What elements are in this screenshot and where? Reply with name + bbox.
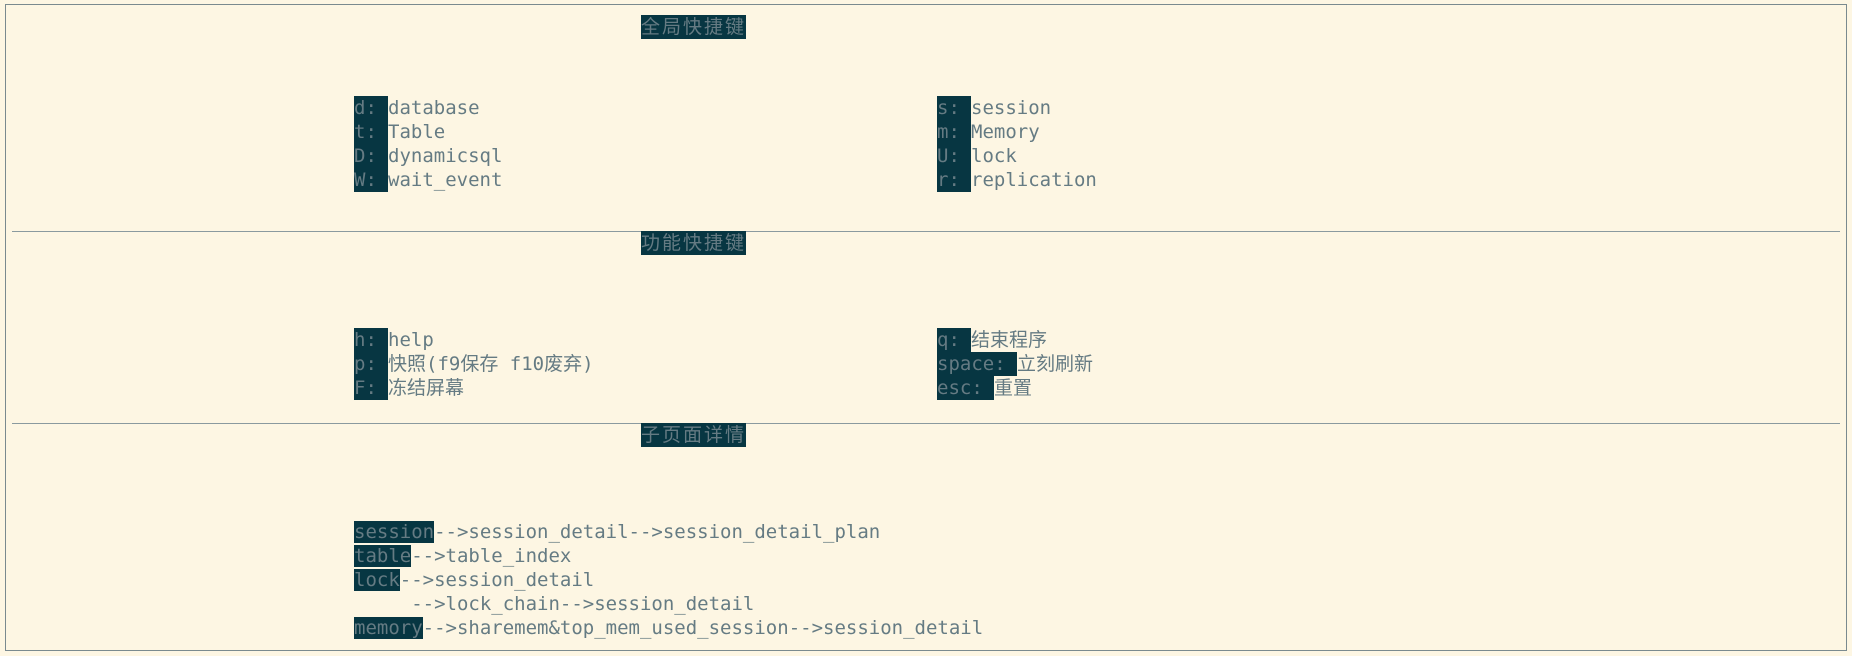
shortcut-key: space: [937, 352, 1017, 376]
frame-left-border [5, 4, 6, 651]
subpage-path-lock: lock-->session_detail [354, 568, 594, 592]
section-divider [12, 423, 1840, 424]
subpage-path-session: session-->session_detail-->session_detai… [354, 520, 880, 544]
shortcut-key: m: [937, 120, 971, 144]
shortcut-item-freeze-screen: F:冻结屏幕 [354, 376, 464, 400]
frame-right-border [1846, 4, 1847, 651]
subpage-root: session [354, 521, 435, 543]
shortcut-label: database [388, 97, 480, 119]
shortcut-label: dynamicsql [388, 145, 503, 167]
shortcut-label: lock [971, 145, 1017, 167]
section-title-subpage-details: 子页面详情 [641, 423, 747, 447]
shortcut-label: Memory [971, 121, 1040, 143]
shortcut-label: Table [388, 121, 446, 143]
subpage-chain: -->table_index [411, 545, 572, 567]
shortcut-key: F: [354, 376, 388, 400]
shortcut-item-session: s:session [937, 96, 1051, 120]
shortcut-key: h: [354, 328, 388, 352]
shortcut-key: t: [354, 120, 388, 144]
shortcut-item-refresh: space:立刻刷新 [937, 352, 1093, 376]
subpage-chain: -->lock_chain-->session_detail [354, 593, 755, 615]
subpage-root: lock [354, 569, 400, 591]
shortcut-label: 冻结屏幕 [388, 377, 465, 399]
shortcut-key: s: [937, 96, 971, 120]
shortcut-label: wait_event [388, 169, 503, 191]
shortcut-item-replication: r:replication [937, 168, 1097, 192]
shortcut-item-reset: esc:重置 [937, 376, 1032, 400]
shortcut-label: replication [971, 169, 1097, 191]
subpage-path-memory: memory-->sharemem&top_mem_used_session--… [354, 616, 983, 640]
section-title-global-shortcuts: 全局快捷键 [641, 15, 747, 39]
shortcut-item-wait-event: W:wait_event [354, 168, 502, 192]
shortcut-key: W: [354, 168, 388, 192]
shortcut-label: help [388, 329, 434, 351]
shortcut-item-table: t:Table [354, 120, 445, 144]
shortcut-key: r: [937, 168, 971, 192]
subpage-path-table: table-->table_index [354, 544, 571, 568]
shortcut-key: esc: [937, 376, 994, 400]
section-divider [12, 231, 1840, 232]
shortcut-key: q: [937, 328, 971, 352]
shortcut-label: 快照(f9保存 f10废弃) [388, 353, 594, 375]
subpage-root: memory [354, 617, 423, 639]
shortcut-item-snapshot: p:快照(f9保存 f10废弃) [354, 352, 594, 376]
subpage-root: table [354, 545, 412, 567]
shortcut-item-memory: m:Memory [937, 120, 1040, 144]
shortcut-key: d: [354, 96, 388, 120]
subpage-chain: -->sharemem&top_mem_used_session-->sessi… [422, 617, 984, 639]
shortcut-item-lock: U:lock [937, 144, 1017, 168]
shortcut-item-quit: q:结束程序 [937, 328, 1047, 352]
shortcut-label: 重置 [994, 377, 1033, 399]
shortcut-key: D: [354, 144, 388, 168]
shortcut-item-dynamicsql: D:dynamicsql [354, 144, 502, 168]
shortcut-item-database: d:database [354, 96, 480, 120]
subpage-chain: -->session_detail-->session_detail_plan [434, 521, 881, 543]
shortcut-key: p: [354, 352, 388, 376]
shortcut-label: 结束程序 [971, 329, 1048, 351]
shortcut-label: session [971, 97, 1052, 119]
section-title-function-shortcuts: 功能快捷键 [641, 231, 747, 255]
subpage-chain: -->session_detail [399, 569, 595, 591]
subpage-path-lock-chain: -->lock_chain-->session_detail [354, 592, 754, 616]
shortcut-key: U: [937, 144, 971, 168]
frame-bottom-border [5, 650, 1847, 651]
shortcut-item-help: h:help [354, 328, 434, 352]
shortcut-label: 立刻刷新 [1017, 353, 1094, 375]
frame-top-border [5, 4, 1847, 5]
